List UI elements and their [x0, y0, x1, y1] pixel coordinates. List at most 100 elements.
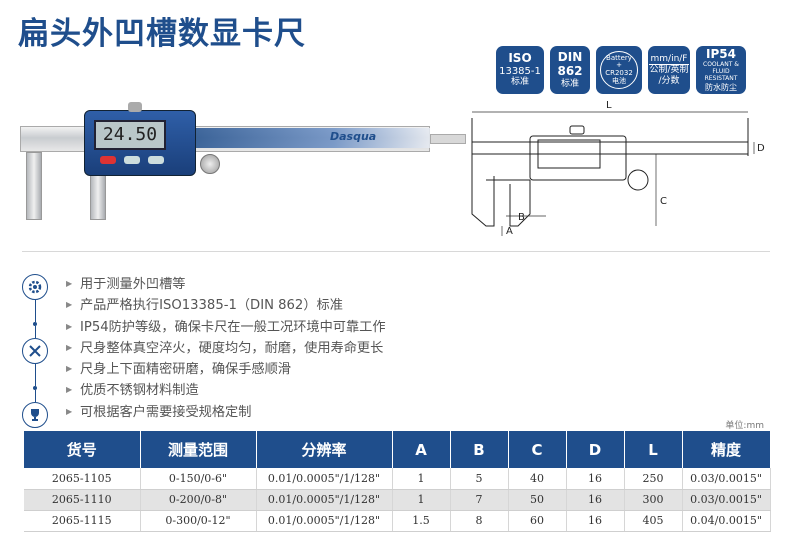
cell-a: 1 — [392, 468, 451, 490]
cell-a: 1 — [392, 489, 451, 511]
feature-item: 产品严格执行ISO13385-1（DIN 862）标准 — [66, 295, 386, 316]
fixed-jaw — [26, 152, 42, 220]
cell-l: 250 — [624, 468, 683, 490]
cell-resolution: 0.01/0.0005"/1/128" — [256, 489, 393, 511]
thumb-wheel — [200, 154, 220, 174]
battery-icon: Battery + CR2032 电池 — [600, 51, 638, 89]
iso-badge-line1: ISO — [508, 51, 532, 66]
icon-connector — [34, 390, 36, 402]
din-badge-line2: 862 — [557, 63, 583, 78]
certification-badges: ISO 13385-1 标准 DIN 862 标准 Battery + CR20… — [496, 46, 746, 94]
cell-l: 300 — [624, 489, 683, 511]
ip54-badge: IP54 COOLANT & FLUID RESISTANT 防水防尘 — [696, 46, 746, 94]
iso-badge-line2: 13385-1 — [499, 65, 541, 77]
feature-item: 尺身上下面精密研磨，确保手感顺滑 — [66, 359, 386, 380]
feature-item: 用于测量外凹槽等 — [66, 274, 386, 295]
spec-table: 货号 测量范围 分辨率 A B C D L 精度 2065-1105 0-150… — [24, 431, 771, 532]
units-badge: mm/in/F 公制/英制 /分数 — [648, 46, 690, 94]
unit-note: 单位:mm — [725, 421, 764, 431]
icon-connector-dot — [33, 386, 37, 390]
iso-badge: ISO 13385-1 标准 — [496, 46, 544, 94]
feature-item: 尺身整体真空淬火，硬度均匀，耐磨，使用寿命更长 — [66, 338, 386, 359]
header-resolution: 分辨率 — [256, 431, 393, 468]
ip54-badge-line2: COOLANT & FLUID — [703, 60, 739, 75]
dim-label-a: A — [506, 226, 513, 237]
icon-connector — [34, 300, 36, 322]
trophy-icon — [22, 402, 48, 428]
unit-button — [124, 156, 140, 164]
feature-item: IP54防护等级，确保卡尺在一般工况环境中可靠工作 — [66, 317, 386, 338]
page-title: 扁头外凹槽数显卡尺 — [18, 16, 306, 52]
din-badge-line3: 标准 — [560, 78, 579, 89]
header-d: D — [566, 431, 625, 468]
cell-resolution: 0.01/0.0005"/1/128" — [256, 468, 393, 490]
section-divider — [22, 251, 770, 252]
units-badge-line2: 公制/英制 — [649, 65, 689, 76]
lock-screw — [128, 102, 142, 112]
cell-c: 50 — [508, 489, 567, 511]
header-range: 测量范围 — [140, 431, 257, 468]
cell-item-no: 2065-1110 — [24, 489, 141, 511]
dimension-drawing: L D C B A — [471, 100, 765, 237]
table-row: 2065-1105 0-150/0-6" 0.01/0.0005"/1/128"… — [24, 468, 771, 490]
cell-accuracy: 0.03/0.0015" — [682, 468, 771, 490]
battery-badge-line1: Battery — [606, 53, 632, 62]
battery-badge: Battery + CR2032 电池 — [596, 46, 642, 94]
brand-logo: Dasqua — [330, 130, 377, 143]
feature-icons — [22, 274, 50, 428]
header-c: C — [508, 431, 567, 468]
header-a: A — [392, 431, 451, 468]
din-badge: DIN 862 标准 — [550, 46, 590, 94]
depth-rod — [430, 134, 466, 144]
iso-badge-line3: 标准 — [510, 77, 529, 88]
table-row: 2065-1110 0-200/0-8" 0.01/0.0005"/1/128"… — [24, 489, 771, 511]
tools-icon — [22, 338, 48, 364]
cell-item-no: 2065-1115 — [24, 510, 141, 532]
icon-connector — [34, 364, 36, 386]
cell-range: 0-200/0-8" — [140, 489, 257, 511]
header-item-no: 货号 — [24, 431, 141, 468]
cell-d: 16 — [566, 489, 625, 511]
units-badge-line1: mm/in/F — [648, 53, 690, 66]
icon-connector-dot — [33, 322, 37, 326]
cell-d: 16 — [566, 510, 625, 532]
feature-item: 优质不锈钢材料制造 — [66, 380, 386, 401]
dim-label-d: D — [757, 143, 765, 154]
cell-item-no: 2065-1105 — [24, 468, 141, 490]
gear-icon — [22, 274, 48, 300]
dim-label-c: C — [660, 196, 667, 207]
cell-b: 7 — [450, 489, 509, 511]
header-l: L — [624, 431, 683, 468]
cell-accuracy: 0.04/0.0015" — [682, 510, 771, 532]
cell-d: 16 — [566, 468, 625, 490]
power-button — [100, 156, 116, 164]
dim-label-l: L — [606, 100, 612, 111]
cell-accuracy: 0.03/0.0015" — [682, 489, 771, 511]
feature-item: 可根据客户需要接受规格定制 — [66, 402, 386, 423]
lcd-display: 24.50 — [94, 120, 166, 150]
header-b: B — [450, 431, 509, 468]
cell-c: 60 — [508, 510, 567, 532]
feature-list: 用于测量外凹槽等 产品严格执行ISO13385-1（DIN 862）标准 IP5… — [66, 274, 386, 423]
table-row: 2065-1115 0-300/0-12" 0.01/0.0005"/1/128… — [24, 510, 771, 532]
cell-range: 0-150/0-6" — [140, 468, 257, 490]
caliper-product-image: Dasqua 24.50 — [20, 96, 470, 226]
battery-badge-line3: CR2032 — [605, 69, 633, 77]
ip54-badge-line1: IP54 — [706, 47, 736, 62]
cell-a: 1.5 — [392, 510, 451, 532]
cell-b: 8 — [450, 510, 509, 532]
zero-button — [148, 156, 164, 164]
cell-l: 405 — [624, 510, 683, 532]
caliper-scale-band — [190, 128, 430, 148]
cell-resolution: 0.01/0.0005"/1/128" — [256, 510, 393, 532]
battery-badge-line2: + — [616, 61, 622, 70]
battery-badge-line4: 电池 — [612, 76, 626, 85]
table-header-row: 货号 测量范围 分辨率 A B C D L 精度 — [24, 431, 771, 468]
cell-c: 40 — [508, 468, 567, 490]
icon-connector — [34, 326, 36, 338]
cell-b: 5 — [450, 468, 509, 490]
units-badge-line3: /分数 — [658, 75, 680, 86]
ip54-badge-line4: 防水防尘 — [705, 82, 737, 92]
dim-label-b: B — [518, 212, 525, 223]
cell-range: 0-300/0-12" — [140, 510, 257, 532]
